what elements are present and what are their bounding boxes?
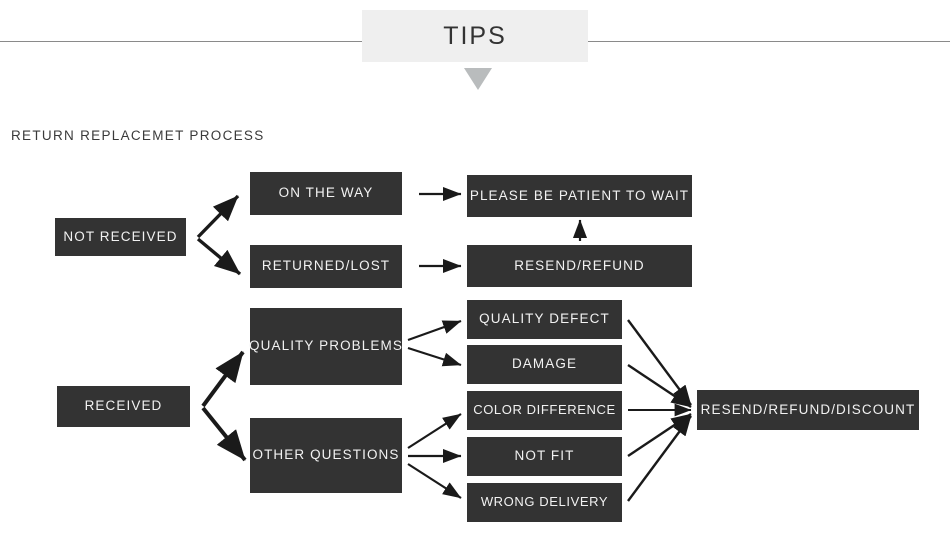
arrow-other-questions-to-color-difference bbox=[407, 413, 462, 449]
arrow-not-fit-to-final bbox=[627, 413, 692, 457]
arrow-quality-defect-to-final bbox=[627, 319, 692, 406]
node-wrong-delivery-label: WRONG DELIVERY bbox=[480, 494, 609, 510]
node-not-fit-label: NOT FIT bbox=[514, 448, 575, 464]
node-received[interactable]: RECEIVED bbox=[57, 386, 190, 427]
node-damage[interactable]: DAMAGE bbox=[467, 345, 622, 384]
node-not-received[interactable]: NOT RECEIVED bbox=[55, 218, 186, 256]
node-quality-defect[interactable]: QUALITY DEFECT bbox=[467, 300, 622, 339]
node-other-questions-label: OTHER QUESTIONS bbox=[252, 447, 400, 463]
arrow-received-to-quality-problems bbox=[201, 350, 245, 408]
arrow-wrong-delivery-to-final bbox=[627, 415, 692, 502]
node-on-the-way[interactable]: ON THE WAY bbox=[250, 172, 402, 215]
tips-banner: TIPS bbox=[362, 10, 588, 62]
node-not-received-label: NOT RECEIVED bbox=[63, 228, 178, 244]
arrow-quality-problems-to-damage bbox=[407, 346, 462, 367]
node-resend-refund[interactable]: RESEND/REFUND bbox=[467, 245, 692, 287]
arrow-other-questions-to-wrong-delivery bbox=[407, 463, 462, 499]
arrow-not-received-to-on-the-way bbox=[196, 194, 240, 239]
node-returned-lost-label: RETURNED/LOST bbox=[261, 258, 391, 274]
node-wrong-delivery[interactable]: WRONG DELIVERY bbox=[467, 483, 622, 522]
node-resend-refund-discount-label: RESEND/REFUND/DISCOUNT bbox=[700, 401, 916, 417]
node-other-questions[interactable]: OTHER QUESTIONS bbox=[250, 418, 402, 493]
page-title: RETURN REPLACEMET PROCESS bbox=[11, 128, 265, 143]
arrow-received-to-other-questions bbox=[201, 406, 247, 462]
arrow-quality-problems-to-quality-defect bbox=[407, 319, 462, 342]
node-damage-label: DAMAGE bbox=[511, 356, 578, 372]
arrow-not-received-to-returned-lost bbox=[196, 237, 242, 276]
arrow-damage-to-final bbox=[627, 364, 692, 408]
node-quality-problems[interactable]: QUALITY PROBLEMS bbox=[249, 308, 403, 385]
tips-banner-label: TIPS bbox=[443, 21, 507, 50]
node-resend-refund-discount[interactable]: RESEND/REFUND/DISCOUNT bbox=[697, 390, 919, 430]
triangle-down-icon bbox=[464, 68, 492, 90]
node-please-be-patient-to-wait-label: PLEASE BE PATIENT TO WAIT bbox=[469, 187, 690, 203]
node-received-label: RECEIVED bbox=[84, 398, 163, 414]
node-please-be-patient-to-wait[interactable]: PLEASE BE PATIENT TO WAIT bbox=[467, 175, 692, 217]
node-quality-problems-label: QUALITY PROBLEMS bbox=[249, 338, 403, 354]
node-not-fit[interactable]: NOT FIT bbox=[467, 437, 622, 476]
node-quality-defect-label: QUALITY DEFECT bbox=[479, 311, 610, 327]
node-color-difference-label: COLOR DIFFERENCE bbox=[473, 402, 616, 418]
node-returned-lost[interactable]: RETURNED/LOST bbox=[250, 245, 402, 288]
node-resend-refund-label: RESEND/REFUND bbox=[514, 257, 645, 273]
node-on-the-way-label: ON THE WAY bbox=[278, 185, 374, 201]
node-color-difference[interactable]: COLOR DIFFERENCE bbox=[467, 391, 622, 430]
